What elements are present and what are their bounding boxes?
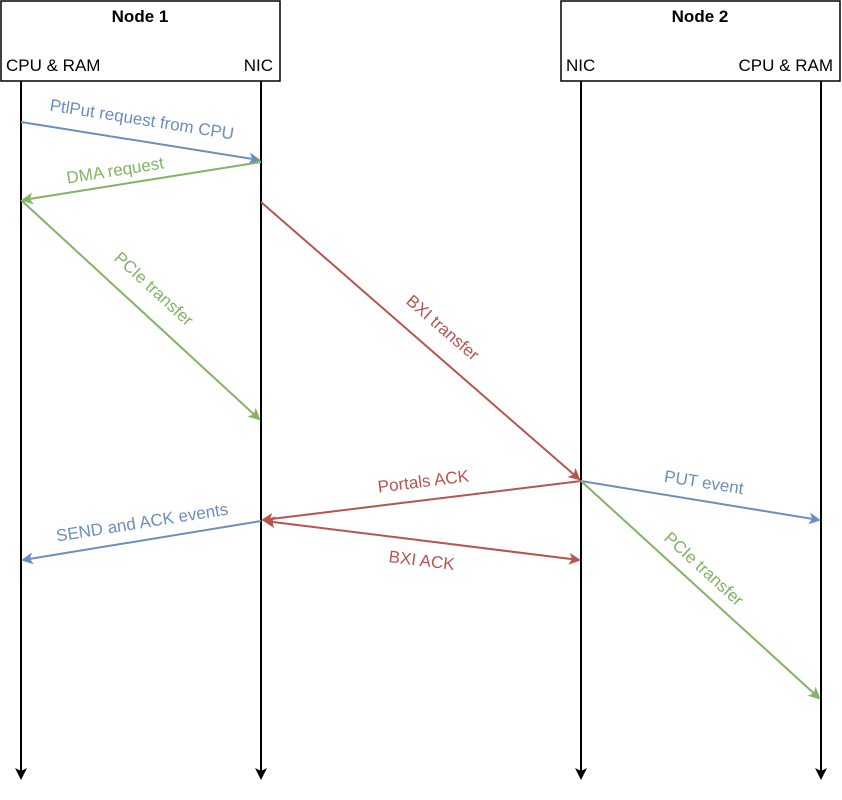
node-2-cpu-ram-label: CPU & RAM (739, 56, 833, 75)
bxi-ack-arrow (263, 516, 581, 565)
send-ack-events-arrow (21, 520, 262, 565)
pcie-transfer-label-1: PCIe transfer (110, 248, 197, 330)
portals-ack-arrow (261, 480, 582, 525)
node-2-box (560, 0, 841, 82)
dma-request-label: DMA request (65, 153, 165, 187)
node-1-box (0, 0, 281, 82)
put-event-arrow (580, 480, 821, 525)
bxi-ack-label: BXI ACK (388, 547, 457, 574)
ptlput-request-label: PtlPut request from CPU (48, 96, 235, 144)
node-1-title: Node 1 (112, 7, 169, 26)
node-1-nic-label: NIC (244, 56, 273, 75)
ptlput-request-arrow (20, 121, 261, 165)
pcie-transfer-arrow-1 (20, 199, 261, 421)
dma-request-arrow (21, 161, 262, 205)
put-event-label: PUT event (663, 467, 745, 498)
node-2: Node 2 NIC CPU & RAM (560, 0, 841, 82)
pcie-transfer-label-2: PCIe transfer (660, 528, 747, 610)
send-ack-events-label: SEND and ACK events (55, 500, 230, 546)
bxi-transfer-arrow (260, 201, 581, 481)
node-1-cpu-ram-label: CPU & RAM (6, 56, 100, 75)
bxi-transfer-label: BXI transfer (403, 291, 483, 364)
node-2-nic-label: NIC (566, 56, 595, 75)
pcie-transfer-arrow-2 (580, 480, 821, 700)
node-2-title: Node 2 (672, 7, 729, 26)
portals-ack-label: Portals ACK (377, 466, 471, 496)
node-1: Node 1 CPU & RAM NIC (0, 0, 281, 82)
